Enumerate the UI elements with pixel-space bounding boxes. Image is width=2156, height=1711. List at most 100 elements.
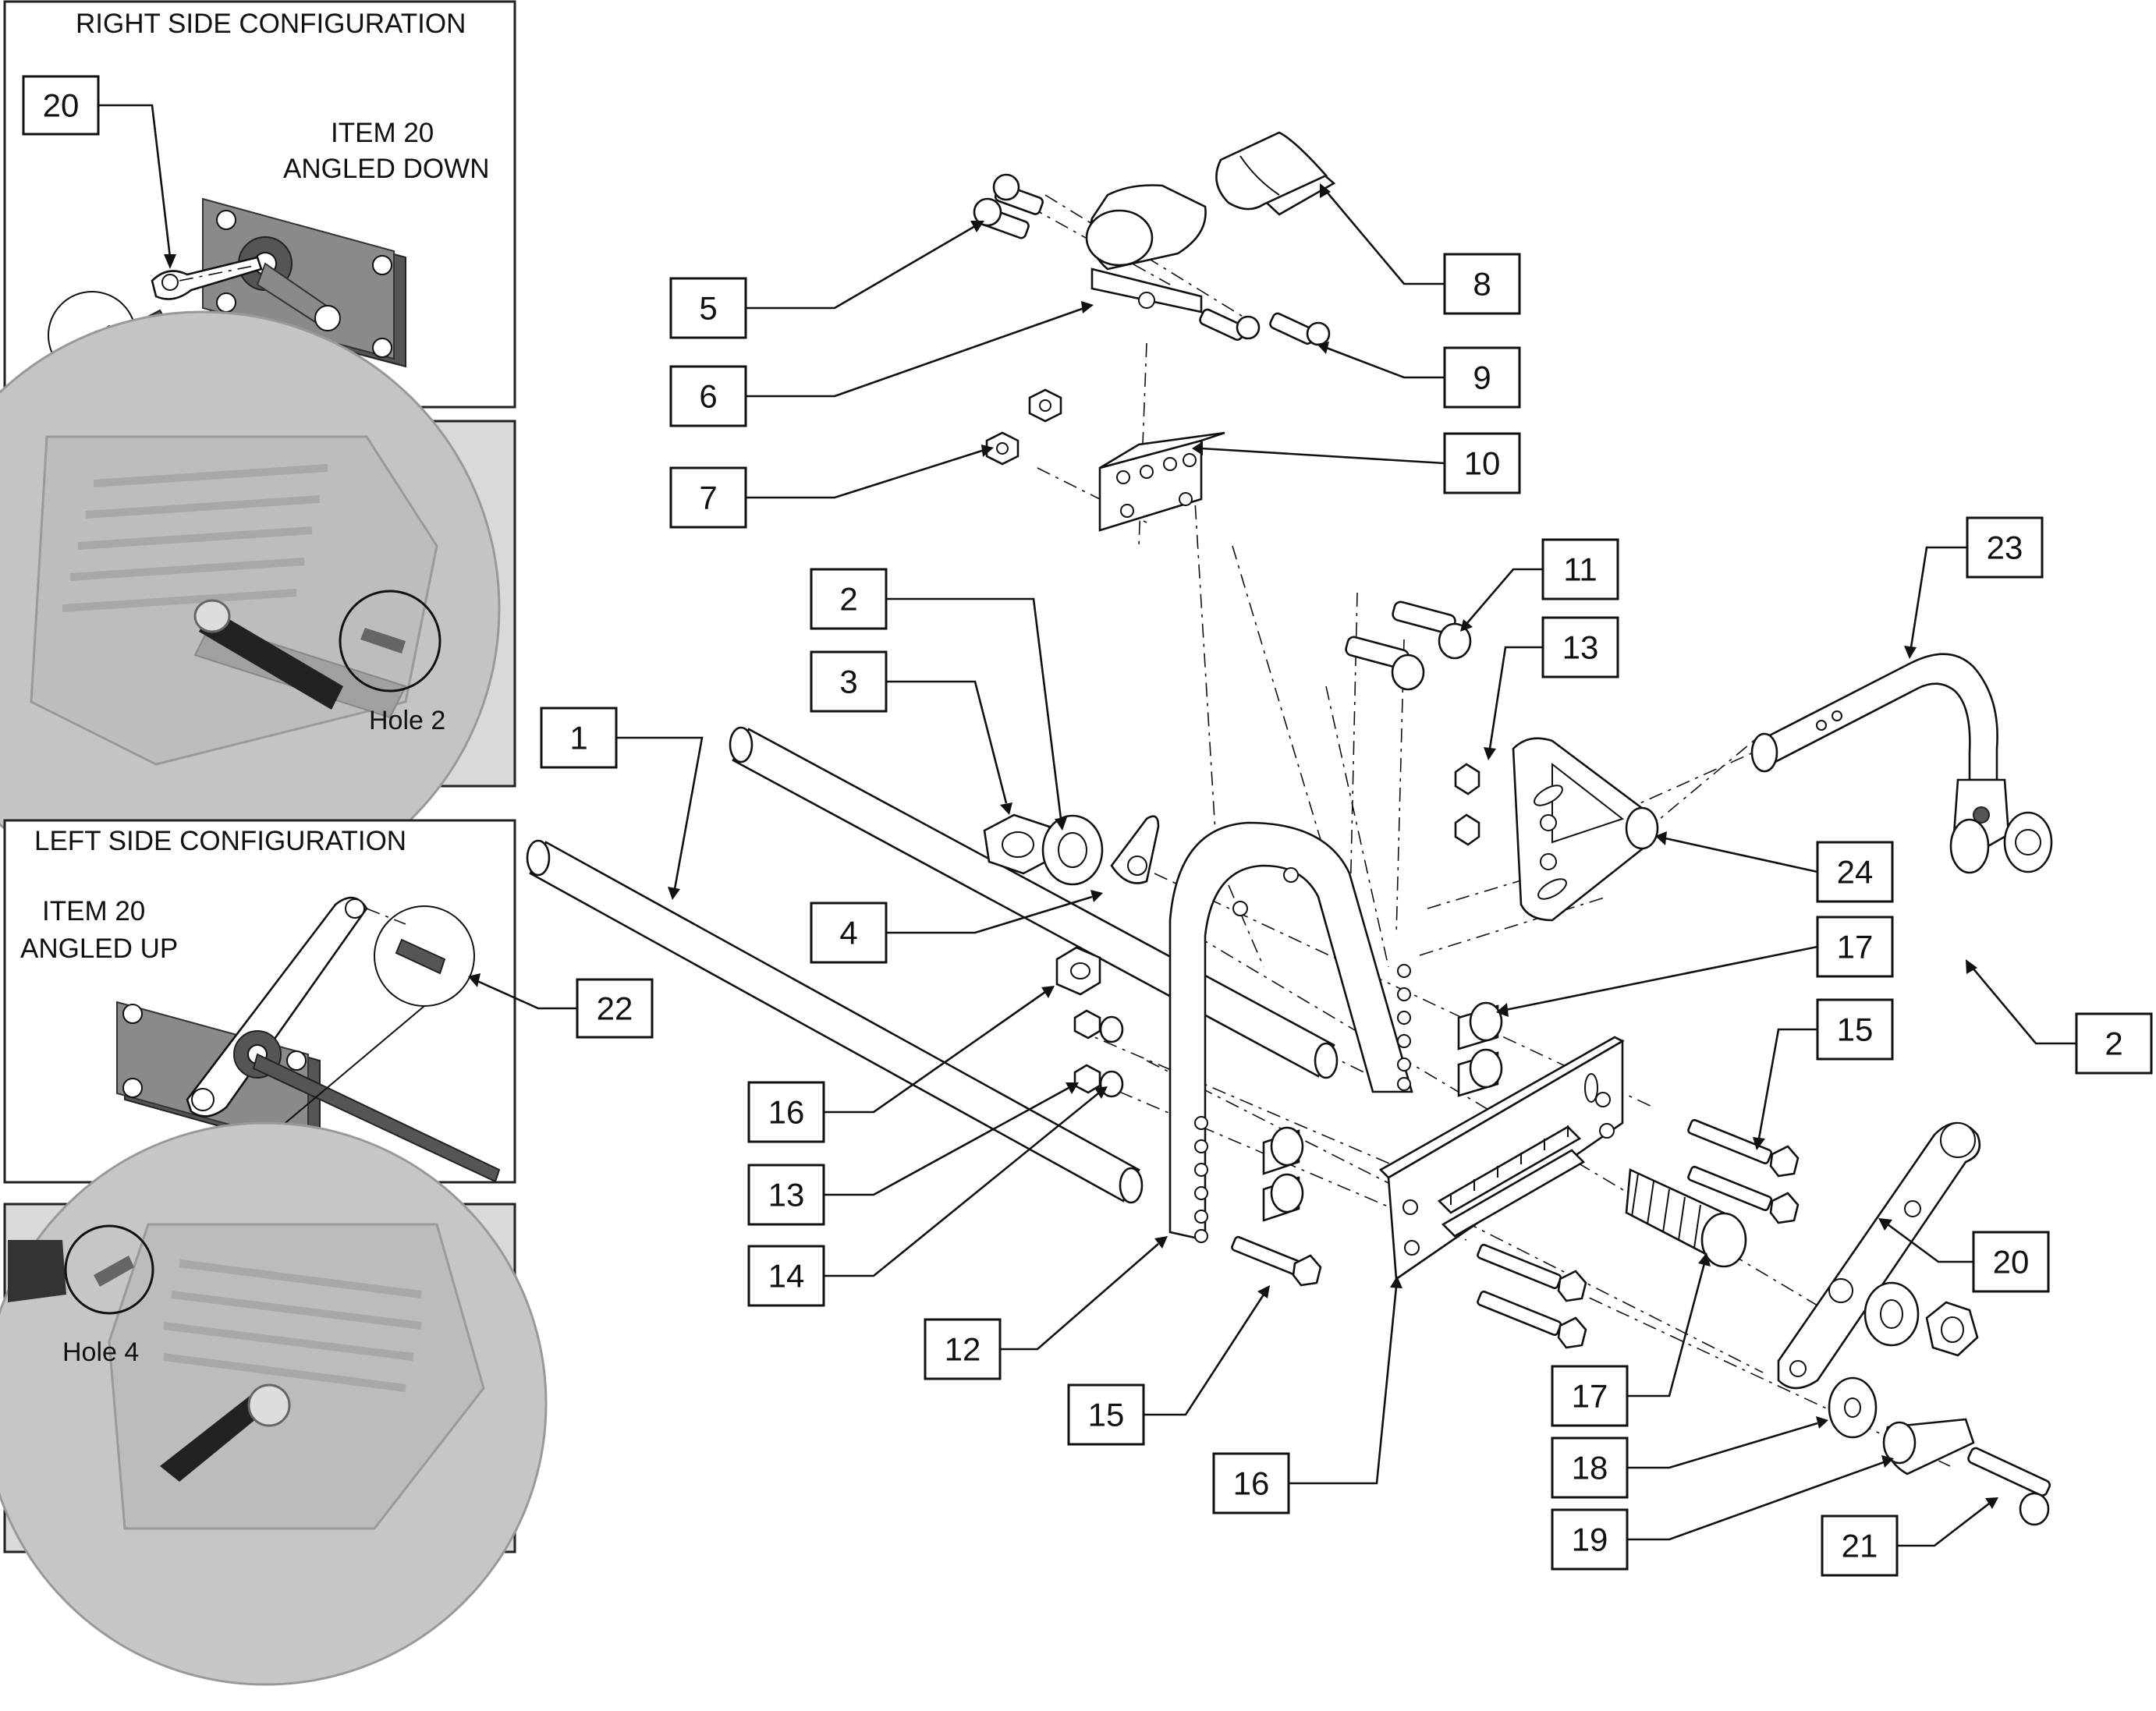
svg-text:13: 13 xyxy=(1562,629,1599,666)
left-config-title: LEFT SIDE CONFIGURATION xyxy=(34,826,406,856)
svg-text:10: 10 xyxy=(1464,445,1501,482)
svg-text:8: 8 xyxy=(1473,266,1491,303)
right-config-callout-20: 20 xyxy=(43,87,80,124)
callout-2-left: 2 xyxy=(810,568,1067,831)
left-config-plate-drawing: 22 xyxy=(108,896,654,1272)
svg-text:17: 17 xyxy=(1572,1378,1608,1415)
part-8-sleeve xyxy=(1215,131,1336,216)
part-13-nuts-left xyxy=(1073,1009,1101,1094)
part-24-bracket xyxy=(1512,737,1659,922)
callout-9: 9 xyxy=(1317,342,1521,409)
callout-23: 23 xyxy=(1904,516,2044,659)
svg-text:4: 4 xyxy=(839,915,857,951)
callout-13-upper: 13 xyxy=(1484,616,1619,760)
callout-3: 3 xyxy=(810,650,1012,815)
callout-16-lower: 16 xyxy=(1212,1276,1402,1514)
callout-6: 6 xyxy=(669,301,1094,427)
part-5-screws xyxy=(973,173,1044,239)
part-washer-nut-right xyxy=(1863,1281,1979,1357)
callout-14: 14 xyxy=(747,1086,1108,1307)
svg-text:1: 1 xyxy=(569,720,587,756)
callout-7: 7 xyxy=(669,445,994,529)
callout-11: 11 xyxy=(1460,538,1619,632)
svg-text:2: 2 xyxy=(2105,1026,2122,1062)
svg-text:9: 9 xyxy=(1473,360,1491,396)
callout-17-lower: 17 xyxy=(1551,1252,1711,1427)
svg-text:2: 2 xyxy=(839,581,857,618)
svg-text:7: 7 xyxy=(699,480,717,516)
callout-18: 18 xyxy=(1551,1416,1828,1499)
main-exploded-view: 5 6 7 8 9 xyxy=(526,131,2153,1577)
part-10-block xyxy=(1098,431,1225,532)
left-side-configuration-panel: LEFT SIDE CONFIGURATION ITEM 20 ANGLED U… xyxy=(3,819,654,1272)
callout-8: 8 xyxy=(1320,183,1521,315)
svg-text:14: 14 xyxy=(768,1258,805,1295)
callout-4: 4 xyxy=(810,890,1103,964)
svg-text:6: 6 xyxy=(699,378,717,415)
part-2-washer xyxy=(1041,814,1104,886)
callout-22: 22 xyxy=(597,990,633,1027)
callout-20: 20 xyxy=(1878,1218,2050,1293)
part-11-screws xyxy=(1345,600,1472,691)
right-config-note-line1: ITEM 20 xyxy=(331,118,434,148)
callout-13-lower: 13 xyxy=(747,1082,1079,1226)
hole-2-label: Hole 2 xyxy=(369,706,445,735)
svg-text:24: 24 xyxy=(1837,854,1874,891)
svg-text:19: 19 xyxy=(1572,1521,1608,1558)
part-12-u-bracket xyxy=(1168,821,1413,1243)
callout-5: 5 xyxy=(669,221,984,339)
callout-1: 1 xyxy=(540,707,704,900)
part-15-bolts-right xyxy=(1687,1118,1800,1224)
part-15-bolts-lower xyxy=(1231,1235,1587,1349)
part-9-screws xyxy=(1199,308,1331,346)
part-6-clamp xyxy=(1085,184,1207,314)
part-23-tipper-tube xyxy=(1750,653,2053,874)
right-config-note-line2: ANGLED DOWN xyxy=(283,154,489,184)
hole-4-label: Hole 4 xyxy=(62,1337,139,1367)
part-17-threaded-spacer xyxy=(1625,1168,1747,1268)
part-spacers-lower xyxy=(1262,1126,1304,1222)
part-13-nuts-right xyxy=(1454,763,1480,846)
svg-text:3: 3 xyxy=(839,664,857,700)
left-config-note-line2: ANGLED UP xyxy=(20,933,178,964)
callout-2-right: 2 xyxy=(1966,959,2153,1075)
part-7-nuts xyxy=(985,388,1062,466)
right-wheel-photo: Hole 2 xyxy=(0,310,516,906)
part-17-spacers-upper xyxy=(1457,1001,1503,1097)
callout-24: 24 xyxy=(1655,831,1894,903)
part-21-screw xyxy=(1967,1447,2051,1526)
svg-text:13: 13 xyxy=(768,1177,805,1213)
svg-text:15: 15 xyxy=(1837,1011,1874,1048)
callout-15-lower: 15 xyxy=(1067,1285,1270,1446)
callout-12: 12 xyxy=(924,1236,1168,1380)
callout-16-upper: 16 xyxy=(747,986,1055,1143)
svg-text:23: 23 xyxy=(1987,530,2023,566)
part-14-washers xyxy=(1099,1015,1124,1098)
callout-10: 10 xyxy=(1192,432,1521,494)
svg-text:11: 11 xyxy=(1563,551,1597,588)
part-19-cap xyxy=(1882,1418,1975,1475)
svg-text:16: 16 xyxy=(1233,1465,1270,1502)
right-config-title: RIGHT SIDE CONFIGURATION xyxy=(76,9,466,39)
svg-text:5: 5 xyxy=(699,290,717,327)
svg-text:18: 18 xyxy=(1572,1450,1608,1486)
part-16-nut-left xyxy=(1055,946,1101,996)
callout-19: 19 xyxy=(1551,1455,1894,1571)
svg-text:15: 15 xyxy=(1088,1397,1125,1433)
callout-17-upper: 17 xyxy=(1496,916,1894,1017)
callout-21: 21 xyxy=(1821,1497,1998,1577)
svg-text:20: 20 xyxy=(1993,1244,2030,1281)
part-16-adjust-plate xyxy=(1378,1036,1625,1281)
part-4-tab xyxy=(1110,815,1160,884)
svg-text:12: 12 xyxy=(945,1331,981,1368)
left-config-note-line1: ITEM 20 xyxy=(42,896,145,926)
part-1-axle-tubes xyxy=(526,726,1339,1204)
left-wheel-photo: Hole 4 xyxy=(0,1121,548,1686)
svg-text:21: 21 xyxy=(1842,1528,1878,1564)
part-20-arm xyxy=(1777,1121,1981,1390)
callout-15-upper: 15 xyxy=(1753,998,1894,1150)
part-18-washer xyxy=(1828,1376,1878,1439)
svg-text:17: 17 xyxy=(1837,929,1874,965)
svg-text:16: 16 xyxy=(768,1094,805,1131)
